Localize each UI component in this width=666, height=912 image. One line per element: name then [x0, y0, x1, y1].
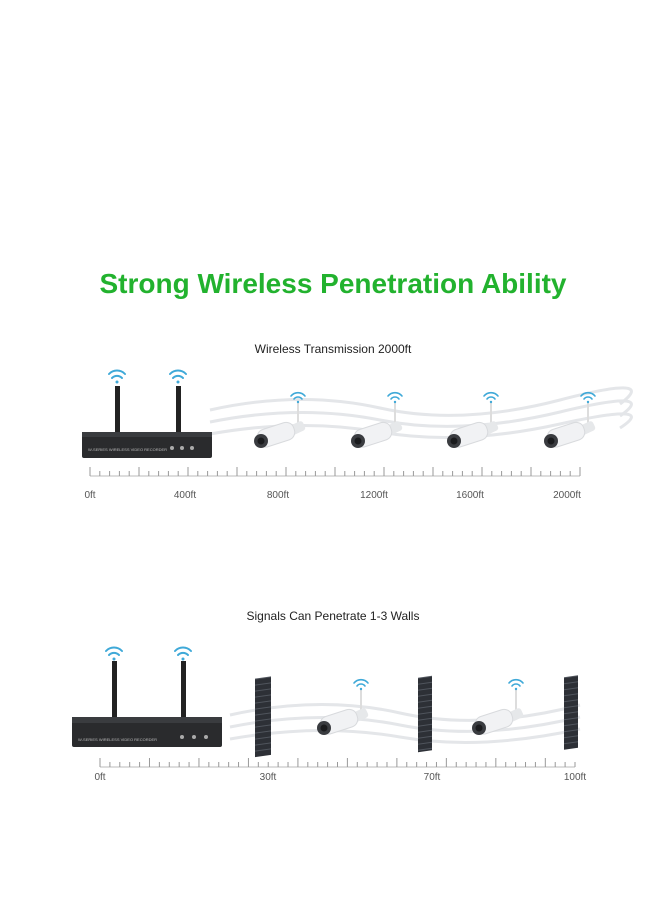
wall-icon	[255, 676, 271, 758]
nvr-label: W-SERIES WIRELESS VIDEO RECORDER	[88, 447, 167, 452]
wall-icon	[418, 675, 432, 753]
scale-label: 0ft	[94, 772, 105, 783]
scale-label: 0ft	[84, 490, 95, 501]
scale-label: 800ft	[267, 490, 289, 501]
section2-caption: Signals Can Penetrate 1-3 Walls	[246, 609, 420, 623]
wifi-icon	[483, 391, 499, 404]
camera-icon	[317, 678, 369, 735]
wifi-icon	[108, 369, 187, 384]
section1-diagram: W-SERIES WIRELESS VIDEO RECORDER 0ft 400f…	[82, 369, 633, 501]
scale-label: 2000ft	[553, 490, 581, 501]
nvr-icon: W-SERIES WIRELESS VIDEO RECORDER	[82, 386, 212, 458]
scale-label: 30ft	[260, 772, 277, 783]
nvr-label: W-SERIES WIRELESS VIDEO RECORDER	[78, 737, 157, 742]
scale-label: 100ft	[564, 772, 586, 783]
camera-icon	[254, 391, 306, 448]
scale-label: 70ft	[424, 772, 441, 783]
wifi-icon	[580, 391, 596, 404]
scale-label: 1600ft	[456, 490, 484, 501]
camera-icon	[472, 678, 524, 735]
wall-icon	[564, 675, 578, 750]
wifi-icon	[105, 646, 192, 661]
wifi-icon	[353, 678, 369, 691]
distance-ruler	[89, 467, 581, 477]
wifi-icon	[387, 391, 403, 404]
section1-caption: Wireless Transmission 2000ft	[254, 342, 412, 356]
camera-icon	[544, 391, 596, 448]
scale-label: 1200ft	[360, 490, 388, 501]
camera-icon	[447, 391, 499, 448]
wifi-icon	[290, 391, 306, 404]
wifi-icon	[508, 678, 524, 691]
nvr-icon: W-SERIES WIRELESS VIDEO RECORDER	[72, 661, 222, 747]
distance-ruler	[99, 758, 576, 768]
headline: Strong Wireless Penetration Ability	[99, 268, 567, 299]
section2-diagram: W-SERIES WIRELESS VIDEO RECORDER 0ft 30ft…	[72, 646, 586, 783]
scale-label: 400ft	[174, 490, 196, 501]
camera-icon	[351, 391, 403, 448]
signal-waves	[229, 703, 581, 744]
